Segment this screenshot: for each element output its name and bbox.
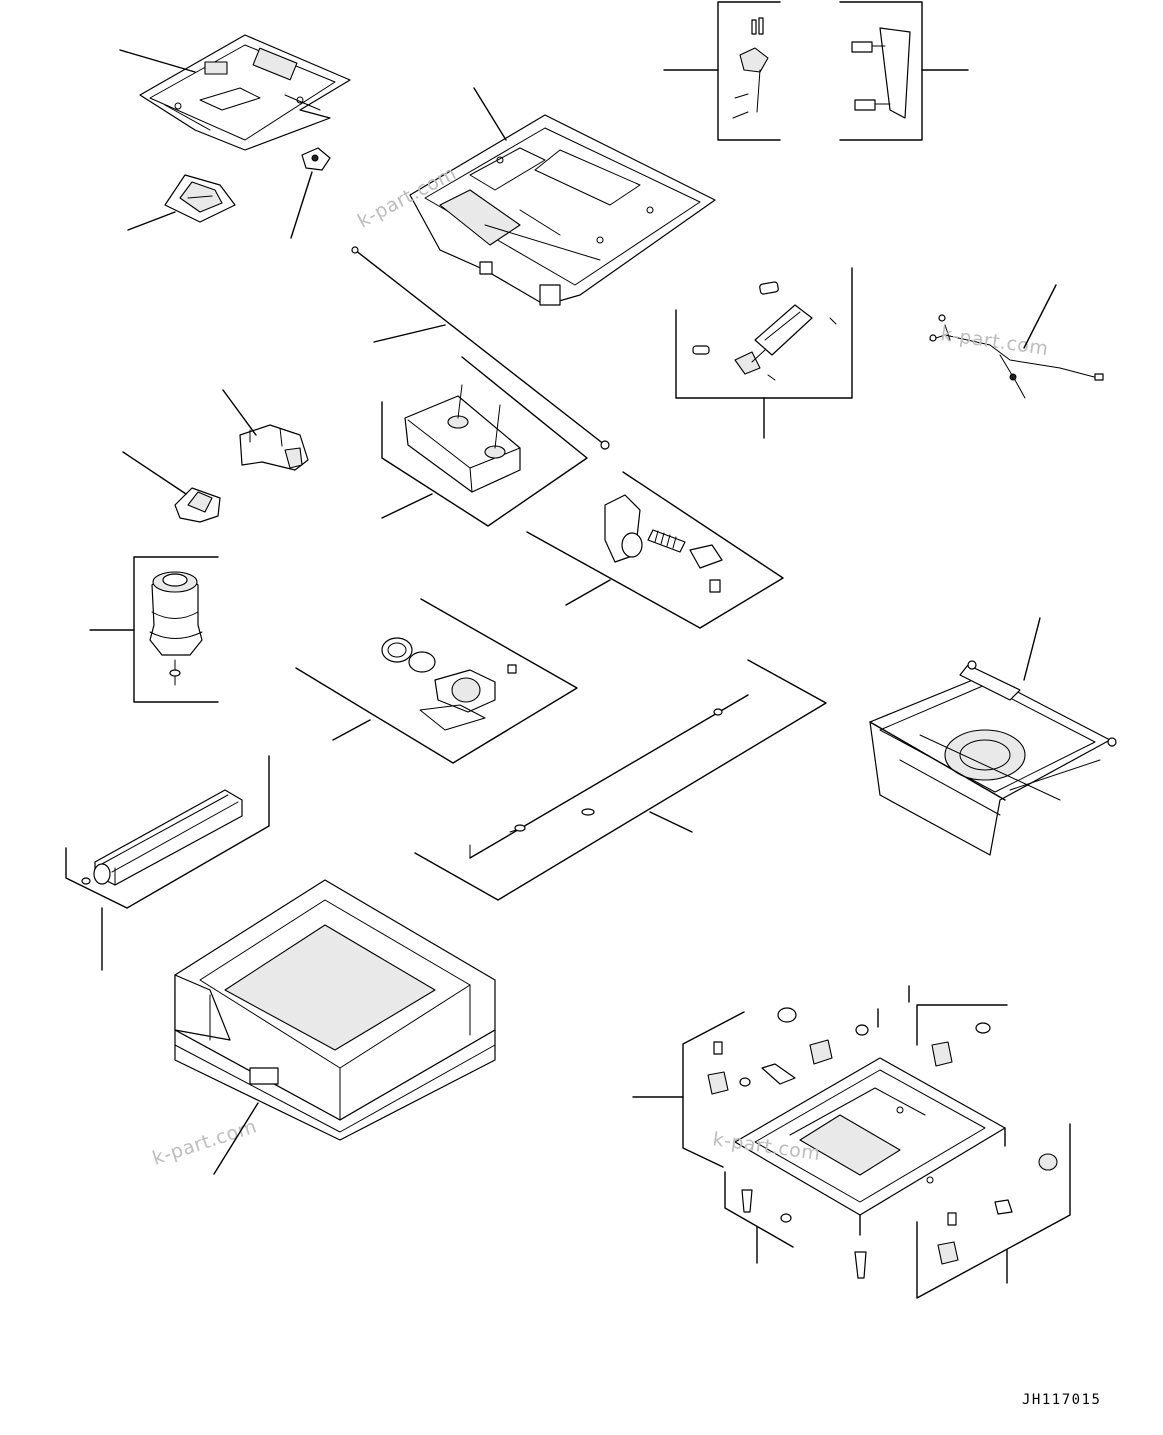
- leader-line: [127, 211, 176, 231]
- leader-line: [1023, 284, 1057, 349]
- valve-set: [295, 598, 578, 764]
- leader-line: [373, 324, 446, 343]
- drawing-code: JH117015: [1022, 1392, 1101, 1408]
- cable-clip: [301, 147, 331, 171]
- gas-spring-assembly: [675, 267, 853, 439]
- leader-line: [119, 49, 196, 73]
- long-rod-set: [414, 659, 827, 901]
- small-knob: [174, 487, 221, 523]
- seat-pan-cover: [139, 34, 351, 151]
- leader-line: [1023, 617, 1041, 681]
- leader-line: [290, 171, 313, 239]
- lock-bracket: [239, 424, 309, 471]
- slide-rail: [65, 755, 270, 971]
- scissor-suspension: [869, 660, 1117, 856]
- leader-line: [122, 451, 187, 495]
- leader-line: [213, 1102, 259, 1175]
- spring-brackets-set: [839, 1, 969, 141]
- mount-plate-frame: k-part.com: [632, 985, 1071, 1299]
- lever-handle: [164, 174, 236, 223]
- foam-block-set: [381, 356, 588, 527]
- leader-line: [222, 389, 257, 436]
- control-cable-long: [351, 246, 610, 450]
- air-cylinder: [89, 556, 219, 703]
- seat-frame-top: k-part.com: [354, 114, 716, 306]
- watermark: k-part.com: [150, 1115, 260, 1169]
- leader-line: [473, 87, 507, 141]
- seat-cushion-base: k-part.com: [150, 879, 496, 1170]
- connector-clips-set: [663, 1, 781, 141]
- latch-spring-assembly: [526, 471, 784, 629]
- wire-harness: k-part.com: [929, 314, 1104, 399]
